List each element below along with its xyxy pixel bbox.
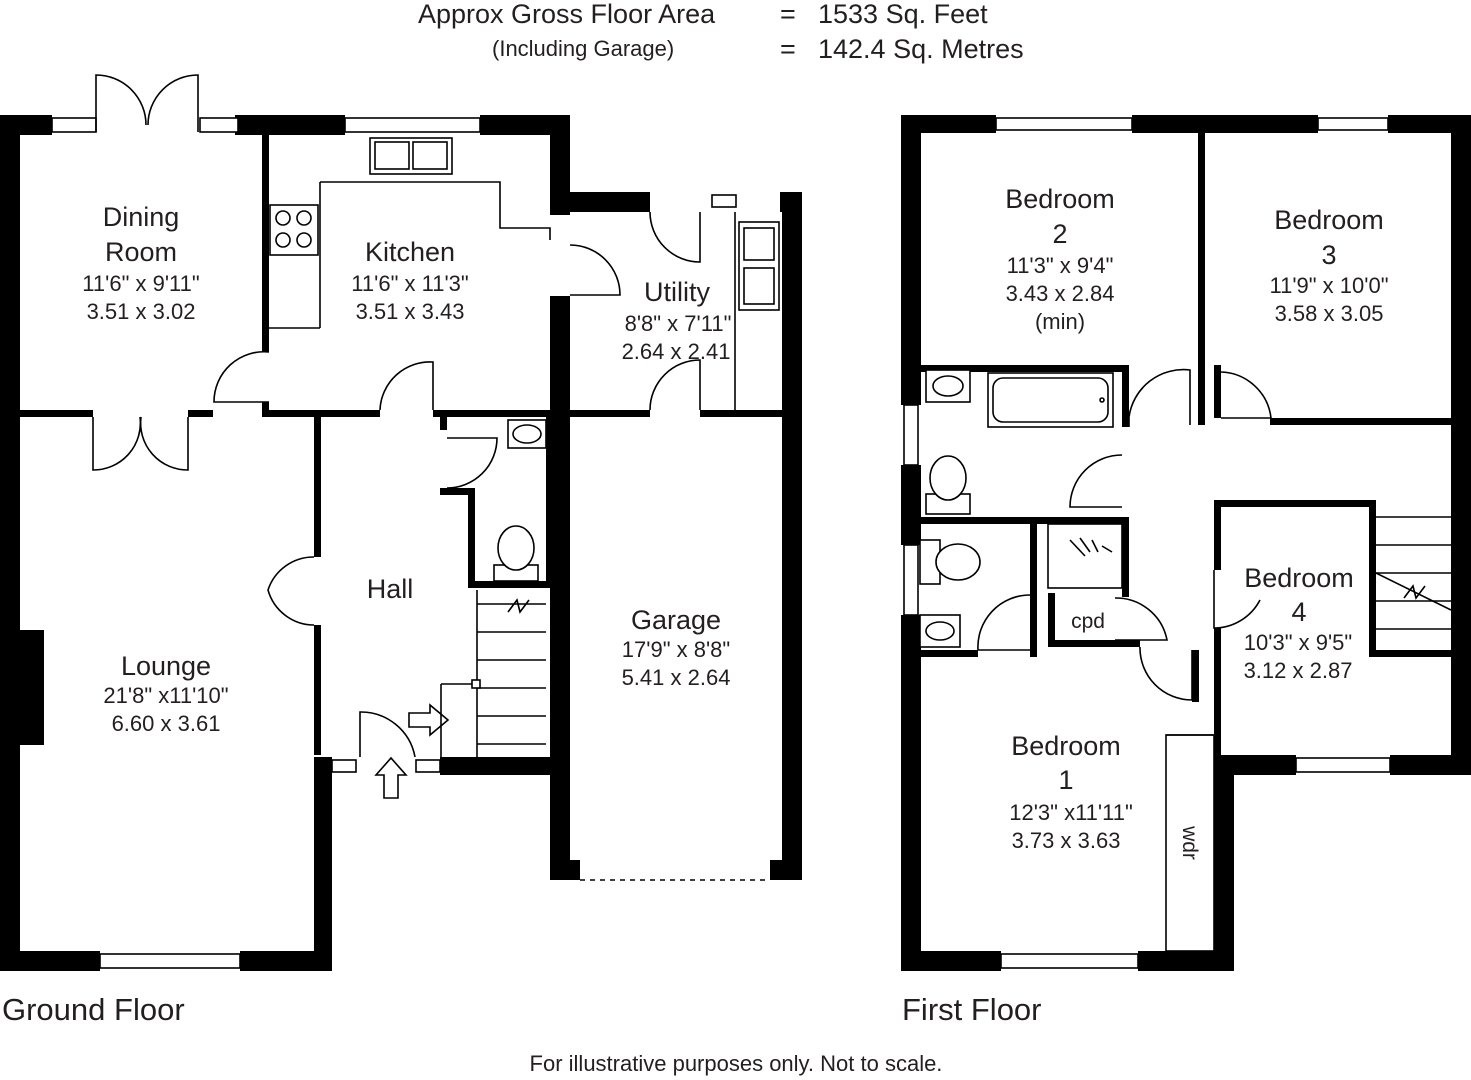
room-dimensions-metric: 3.12 x 2.87 (1244, 658, 1353, 683)
ground-floor-title: Ground Floor (2, 992, 185, 1027)
first-floor-title: First Floor (902, 992, 1042, 1027)
room-bedroom-4: Bedroom 4 10'3" x 9'5" 3.12 x 2.87 (1244, 563, 1354, 683)
equals-sign: = (780, 0, 796, 29)
room-dimensions-metric: 5.41 x 2.64 (622, 665, 731, 690)
room-dimensions-metric: 3.43 x 2.84 (1006, 281, 1115, 306)
room-name: Room (105, 237, 177, 267)
room-utility: Utility 8'8" x 7'11" 2.64 x 2.41 (622, 277, 732, 364)
room-dimensions-imperial: 12'3" x11'11" (1009, 800, 1133, 825)
room-name: 4 (1291, 597, 1306, 627)
equals-sign: = (780, 34, 796, 64)
room-name: Dining (103, 202, 180, 232)
room-hall: Hall (367, 574, 414, 604)
area-sqm: 142.4 Sq. Metres (818, 34, 1024, 64)
room-name: Bedroom (1005, 184, 1115, 214)
room-name: Lounge (121, 651, 211, 681)
room-dimensions-imperial: 8'8" x 7'11" (625, 311, 732, 336)
room-dimensions-metric: 3.51 x 3.43 (356, 299, 465, 324)
first-floor-walls (901, 115, 1471, 971)
room-dimensions-metric: 3.51 x 3.02 (87, 299, 196, 324)
ground-floor-walls (0, 115, 802, 971)
room-name: 3 (1321, 240, 1336, 270)
room-dining: Dining Room 11'6" x 9'11" 3.51 x 3.02 (82, 202, 199, 324)
first-floor-windows (903, 117, 1391, 969)
first-floor-plan: Bedroom 2 11'3" x 9'4" 3.43 x 2.84 (min)… (901, 115, 1471, 1027)
entry-arrow-icon (408, 703, 450, 737)
room-lounge: Lounge 21'8" x11'10" 6.60 x 3.61 (103, 651, 228, 736)
room-name: Hall (367, 574, 414, 604)
room-name: Bedroom (1011, 731, 1121, 761)
room-bedroom-2: Bedroom 2 11'3" x 9'4" 3.43 x 2.84 (min) (1005, 184, 1115, 334)
room-note: (min) (1035, 309, 1085, 334)
room-name: Bedroom (1274, 205, 1384, 235)
room-name: 2 (1052, 219, 1067, 249)
room-dimensions-imperial: 11'6" x 11'3" (351, 271, 468, 296)
front-door-arrow-icon (374, 756, 408, 799)
room-dimensions-imperial: 10'3" x 9'5" (1244, 630, 1352, 655)
room-dimensions-metric: 3.58 x 3.05 (1275, 301, 1384, 326)
first-floor-fixtures (919, 369, 1452, 952)
room-dimensions-imperial: 17'9" x 8'8" (622, 637, 730, 662)
room-kitchen: Kitchen 11'6" x 11'3" 3.51 x 3.43 (351, 237, 468, 324)
room-name: Kitchen (365, 237, 455, 267)
area-header: Approx Gross Floor Area = 1533 Sq. Feet … (418, 0, 1024, 64)
ground-floor-fixtures (269, 137, 780, 799)
area-sqft: 1533 Sq. Feet (818, 0, 988, 29)
room-dimensions-metric: 6.60 x 3.61 (112, 711, 221, 736)
ground-floor-doors (92, 74, 701, 758)
ground-floor-labels: Dining Room 11'6" x 9'11" 3.51 x 3.02 Ki… (82, 202, 731, 736)
room-name: Garage (631, 605, 721, 635)
cupboard-label: cpd (1071, 610, 1105, 633)
ground-floor-windows (51, 117, 770, 969)
room-name: Bedroom (1244, 563, 1354, 593)
first-floor-labels: Bedroom 2 11'3" x 9'4" 3.43 x 2.84 (min)… (1005, 184, 1388, 860)
ground-floor-plan: Dining Room 11'6" x 9'11" 3.51 x 3.02 Ki… (0, 74, 802, 1027)
disclaimer: For illustrative purposes only. Not to s… (530, 1051, 943, 1076)
room-dimensions-imperial: 11'9" x 10'0" (1269, 273, 1388, 298)
area-label: Approx Gross Floor Area (418, 0, 716, 29)
room-dimensions-metric: 3.73 x 3.63 (1012, 828, 1121, 853)
room-dimensions-imperial: 11'6" x 9'11" (82, 271, 199, 296)
room-dimensions-imperial: 11'3" x 9'4" (1007, 253, 1114, 278)
room-bedroom-3: Bedroom 3 11'9" x 10'0" 3.58 x 3.05 (1269, 205, 1388, 326)
garage-note: (Including Garage) (492, 36, 674, 61)
room-dimensions-metric: 2.64 x 2.41 (622, 339, 731, 364)
room-garage: Garage 17'9" x 8'8" 5.41 x 2.64 (622, 605, 731, 690)
wardrobe-label: wdr (1178, 825, 1201, 860)
room-bedroom-1: Bedroom 1 12'3" x11'11" 3.73 x 3.63 (1009, 731, 1133, 853)
first-floor-doors (977, 368, 1272, 701)
room-name: Utility (644, 277, 710, 307)
room-dimensions-imperial: 21'8" x11'10" (103, 683, 228, 708)
room-name: 1 (1058, 765, 1073, 795)
